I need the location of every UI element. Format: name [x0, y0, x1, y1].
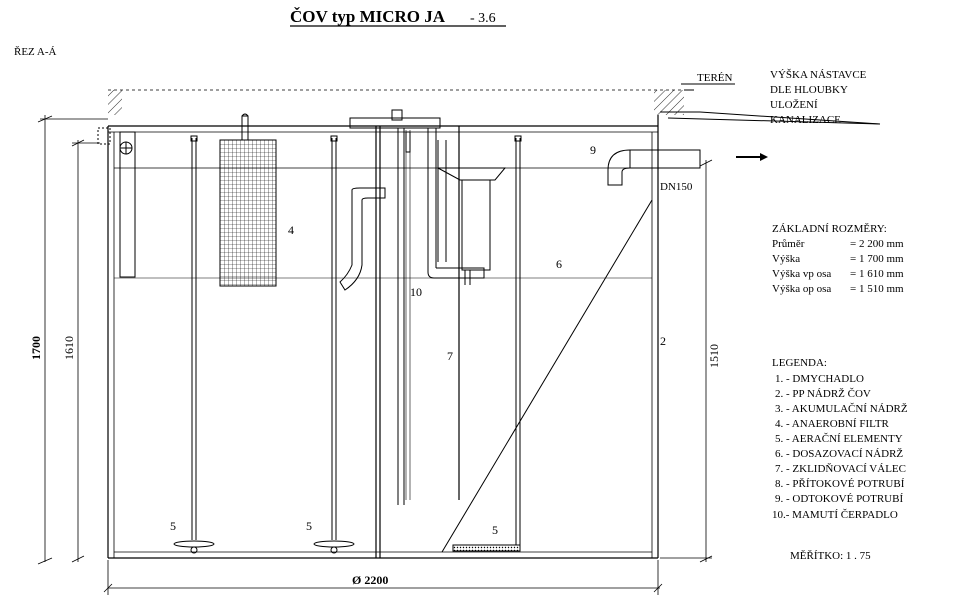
legend-item-2: 2. - PP NÁDRŽ ČOV	[775, 388, 871, 400]
legend-item-8: 8. - PŘÍTOKOVÉ POTRUBÍ	[775, 478, 905, 490]
number-10: 10	[410, 285, 422, 299]
terrain: TERÉN	[108, 72, 881, 125]
legend-item-4: 4. - ANAEROBNÍ FILTR	[775, 418, 890, 430]
legend-item-3: 3. - AKUMULAČNÍ NÁDRŽ	[775, 403, 908, 415]
dimension-diameter: Ø 2200	[352, 573, 388, 587]
basic-dims-heading: ZÁKLADNÍ ROZMĚRY:	[772, 223, 887, 235]
aeration-element-2	[313, 135, 355, 554]
number-4: 4	[288, 223, 294, 237]
basic-dimensions-table: ZÁKLADNÍ ROZMĚRY: Průměr = 2 200 mm Výšk…	[772, 223, 904, 295]
legend-item-10: 10.- MAMUTÍ ČERPADLO	[772, 509, 898, 521]
extension-note-line-1: VÝŠKA NÁSTAVCE	[770, 69, 867, 81]
number-6: 6	[556, 257, 562, 271]
legend-heading: LEGENDA:	[772, 357, 827, 369]
basic-dims-value-3: = 1 610 mm	[850, 268, 904, 280]
basic-dims-label-3: Výška vp osa	[772, 268, 831, 280]
section-label: ŘEZ A-Á	[14, 46, 57, 58]
extension-note-line-4: KANALIZACE	[770, 114, 841, 126]
component-numbers: 2 4 5 5 5 6 7 9 10	[170, 143, 666, 537]
number-9: 9	[590, 143, 596, 157]
aeration-element-1	[173, 135, 215, 554]
legend-item-6: 6. - DOSAZOVACÍ NÁDRŽ	[775, 448, 903, 460]
dimension-height-total: 1700	[29, 336, 43, 360]
legend-item-1: 1. - DMYCHADLO	[775, 373, 864, 385]
legend: LEGENDA: 1. - DMYCHADLO 2. - PP NÁDRŽ ČO…	[772, 357, 908, 521]
pipework	[339, 109, 701, 505]
settling-tank-slope	[441, 199, 653, 553]
basic-dims-label-2: Výška	[772, 253, 800, 265]
basic-dims-value-2: = 1 700 mm	[850, 253, 904, 265]
dimension-lines	[37, 115, 713, 595]
number-7: 7	[447, 349, 453, 363]
basic-dims-value-1: = 2 200 mm	[850, 238, 904, 250]
number-5b: 5	[306, 519, 312, 533]
legend-item-9: 9. - ODTOKOVÉ POTRUBÍ	[775, 493, 903, 505]
basic-dims-label-4: Výška op osa	[772, 283, 831, 295]
scale-label: MĚŘÍTKO: 1 . 75	[790, 550, 871, 562]
number-5a: 5	[170, 519, 176, 533]
dimension-height-inlet: 1610	[62, 336, 76, 360]
legend-item-5: 5. - AERAČNÍ ELEMENTY	[775, 433, 903, 445]
anaerobic-filter	[219, 113, 277, 287]
basic-dims-label-1: Průměr	[772, 238, 805, 250]
extension-note-line-3: ULOŽENÍ	[770, 99, 818, 111]
partitions	[375, 126, 460, 558]
basic-dims-value-4: = 1 510 mm	[850, 283, 904, 295]
extension-note: VÝŠKA NÁSTAVCE DLE HLOUBKY ULOŽENÍ KANAL…	[770, 69, 867, 126]
drawing-title-suffix: - 3.6	[470, 11, 496, 26]
extension-note-line-2: DLE HLOUBKY	[770, 84, 848, 96]
terrain-label: TERÉN	[697, 72, 732, 84]
legend-item-7: 7. - ZKLIDŇOVACÍ VÁLEC	[775, 463, 906, 475]
number-2: 2	[660, 334, 666, 348]
title-block: ČOV typ MICRO JA - 3.6	[290, 7, 506, 27]
aeration-element-3	[452, 135, 522, 552]
dimension-height-outlet: 1510	[707, 344, 721, 368]
tank-outline	[97, 115, 659, 559]
drawing-title: ČOV typ MICRO JA	[290, 7, 446, 26]
outlet-pipe-label: DN150	[660, 181, 693, 193]
number-5c: 5	[492, 523, 498, 537]
outlet-arrow-icon	[736, 153, 768, 161]
